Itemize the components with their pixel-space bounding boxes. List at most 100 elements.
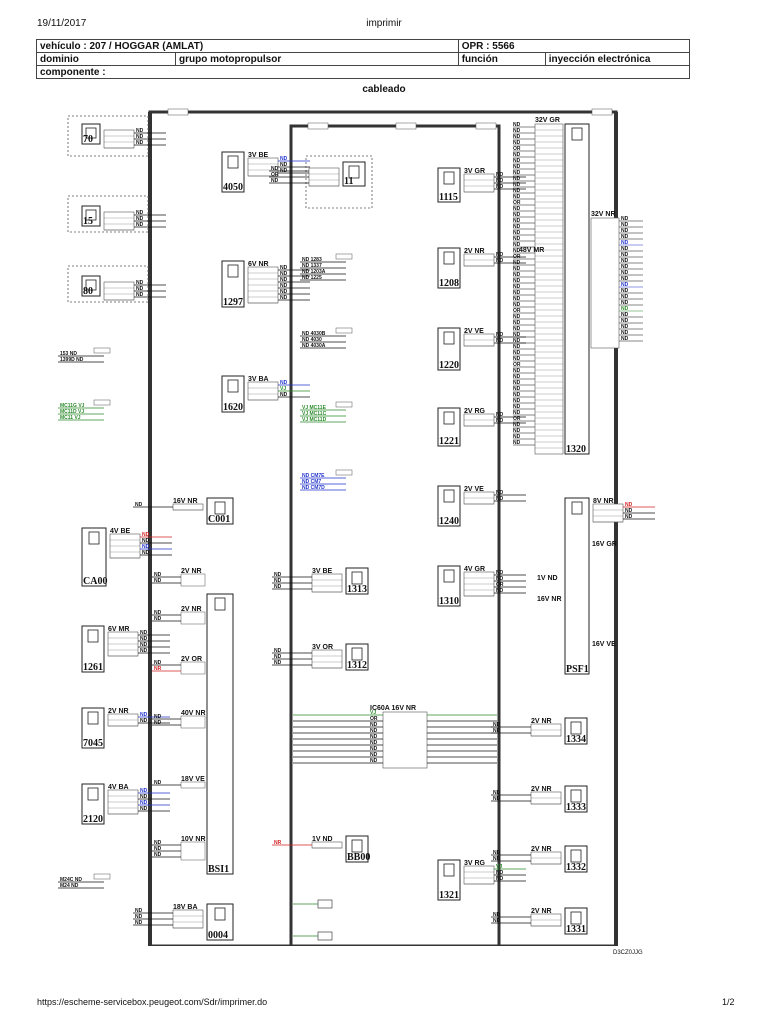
s6-splice-tag [93, 399, 111, 406]
c1320-wire-color: ND [513, 398, 521, 404]
c1620-wire-color: ND [280, 392, 288, 398]
c1320-right-wire-color: ND [621, 252, 629, 258]
bus-wire-color: ND [370, 746, 378, 752]
c1620-wire-color: VJ [280, 386, 286, 392]
c0004-wire-color: ND [135, 920, 143, 926]
psf-16v-gr-label: 16V GR [592, 541, 617, 548]
c1333-wire-color: ND [493, 796, 501, 802]
c1321-connector-label: 3V RG [464, 860, 486, 867]
vehicle-cell: vehículo : 207 / HOGGAR (AMLAT) [36, 39, 459, 53]
c80-wire-color: ND [136, 292, 144, 298]
c4050-connector-label: 3V BE [248, 152, 269, 159]
c15-symbol-icon [85, 209, 97, 221]
c1320-wire-color: ND [513, 194, 521, 200]
bsi-wire-color: ND [154, 660, 162, 666]
cBB00-connector-label: 1V ND [312, 836, 333, 843]
c1261-component-box [81, 625, 105, 673]
c1115-label: 1115 [439, 192, 458, 203]
c1320-wire-color: ND [513, 224, 521, 230]
c11-optional-frame [305, 155, 373, 209]
c1221-component-box [437, 407, 461, 447]
c1220-component-box [437, 327, 461, 371]
page-number: 1/2 [722, 997, 735, 1007]
cCA00-wire-color: ND [142, 544, 150, 550]
print-title: imprimir [366, 18, 402, 29]
c15-component-box [81, 205, 101, 227]
c1320-label: 1320 [566, 444, 586, 455]
cPSF1-wire-color: ND [625, 508, 633, 514]
footer-url[interactable]: https://escheme-servicebox.peugeot.com/S… [37, 997, 268, 1007]
cBB00-label: BB00 [347, 852, 370, 863]
c1240-component-box [437, 485, 461, 527]
c1320-wire-color: ND [513, 248, 521, 254]
c11-wire-color: ND [271, 166, 279, 172]
harness-inner [289, 124, 501, 946]
c1331-wire-color: ND [493, 918, 501, 924]
s2-splice-label: ND 4030A [302, 343, 326, 349]
s6-splice-label: MC11 VJ [60, 415, 81, 421]
cPSF1-connector-block [592, 503, 624, 523]
s3-splice-label: VJ MC11C [302, 411, 327, 417]
c1310-wire-color: OR [496, 582, 504, 588]
cPSF1-wire-color: ND [625, 502, 633, 508]
c1312-wire-color: ND [274, 654, 282, 660]
c7045-wire-color: ND [140, 712, 148, 718]
c1208-wire-color: ND [496, 258, 504, 264]
c70-label: 70 [83, 134, 93, 145]
c1320-wire-color: OR [513, 416, 521, 422]
bsi-wire-color: ND [154, 840, 162, 846]
bsi-wire-color: ND [154, 616, 162, 622]
cBSI1-component-box [206, 593, 234, 875]
c1208-connector-label: 2V NR [464, 248, 485, 255]
c1240-wire-color: ND [496, 496, 504, 502]
bsi-connector-label: 40V NR [181, 710, 206, 717]
c4050-wire-color: ND [280, 156, 288, 162]
s2-splice-label: ND 4030B [302, 331, 326, 337]
c1310-connector-label: 4V GR [464, 566, 485, 573]
c1321-label: 1321 [439, 890, 459, 901]
c1320-wire-color: ND [513, 356, 521, 362]
s4-splice-label: ND CM7E [302, 473, 325, 479]
bus-wire-color: VJ [370, 710, 376, 716]
s3-splice-label: VJ MC11E [302, 405, 327, 411]
c1320-wire-color: OR [513, 146, 521, 152]
c1620-component-box [221, 375, 245, 413]
c1115-wire-color: ND [496, 184, 504, 190]
c1240-wire-color: ND [496, 490, 504, 496]
c1208-symbol-icon [443, 251, 455, 265]
cBB00-wire-color: NR [274, 840, 282, 846]
info-table: vehículo : 207 / HOGGAR (AMLAT) OPR : 55… [36, 39, 691, 79]
c1310-wire-color: ND [496, 576, 504, 582]
c1310-wire-color: ND [496, 588, 504, 594]
s6-splice-label: MC11G VJ [60, 403, 85, 409]
c1320-wire-color: ND [513, 218, 521, 224]
s1-splice-label: ND 1203A [302, 269, 326, 275]
c0004-label: 0004 [208, 930, 228, 941]
cC001-label: C001 [208, 514, 230, 525]
s7-splice-label: M24 ND [60, 883, 79, 889]
c1334-wire-color: ND [493, 728, 501, 734]
c1208-component-box [437, 247, 461, 289]
c2120-wire-color: ND [140, 806, 148, 812]
c70-wire-color: ND [136, 128, 144, 134]
bsi-wire-color: ND [154, 846, 162, 852]
c1320-wire-color: ND [513, 170, 521, 176]
c70-wire-color: ND [136, 140, 144, 146]
s3-splice-tag [335, 401, 353, 408]
c1261-wire-color: ND [140, 636, 148, 642]
c0004-symbol-icon [214, 907, 226, 921]
bsi-connector-block [180, 611, 206, 625]
c1333-label: 1333 [566, 802, 586, 813]
c1320-wire-color: ND [513, 392, 521, 398]
bsi-wire-color: NR [154, 666, 162, 672]
c1312-component-box [345, 643, 369, 671]
c0004-connector-label: 18V BA [173, 904, 198, 911]
c1320-wire-color: ND [513, 266, 521, 272]
bsi-wire-color: ND [154, 610, 162, 616]
harness-tag [167, 108, 189, 116]
bsi-connector-label: 18V VE [181, 776, 205, 783]
c1297-symbol-icon [227, 264, 239, 278]
c1320-wire-color: ND [513, 344, 521, 350]
cBB00-component-box [345, 835, 369, 863]
bsi-connector-label: 10V NR [181, 836, 206, 843]
